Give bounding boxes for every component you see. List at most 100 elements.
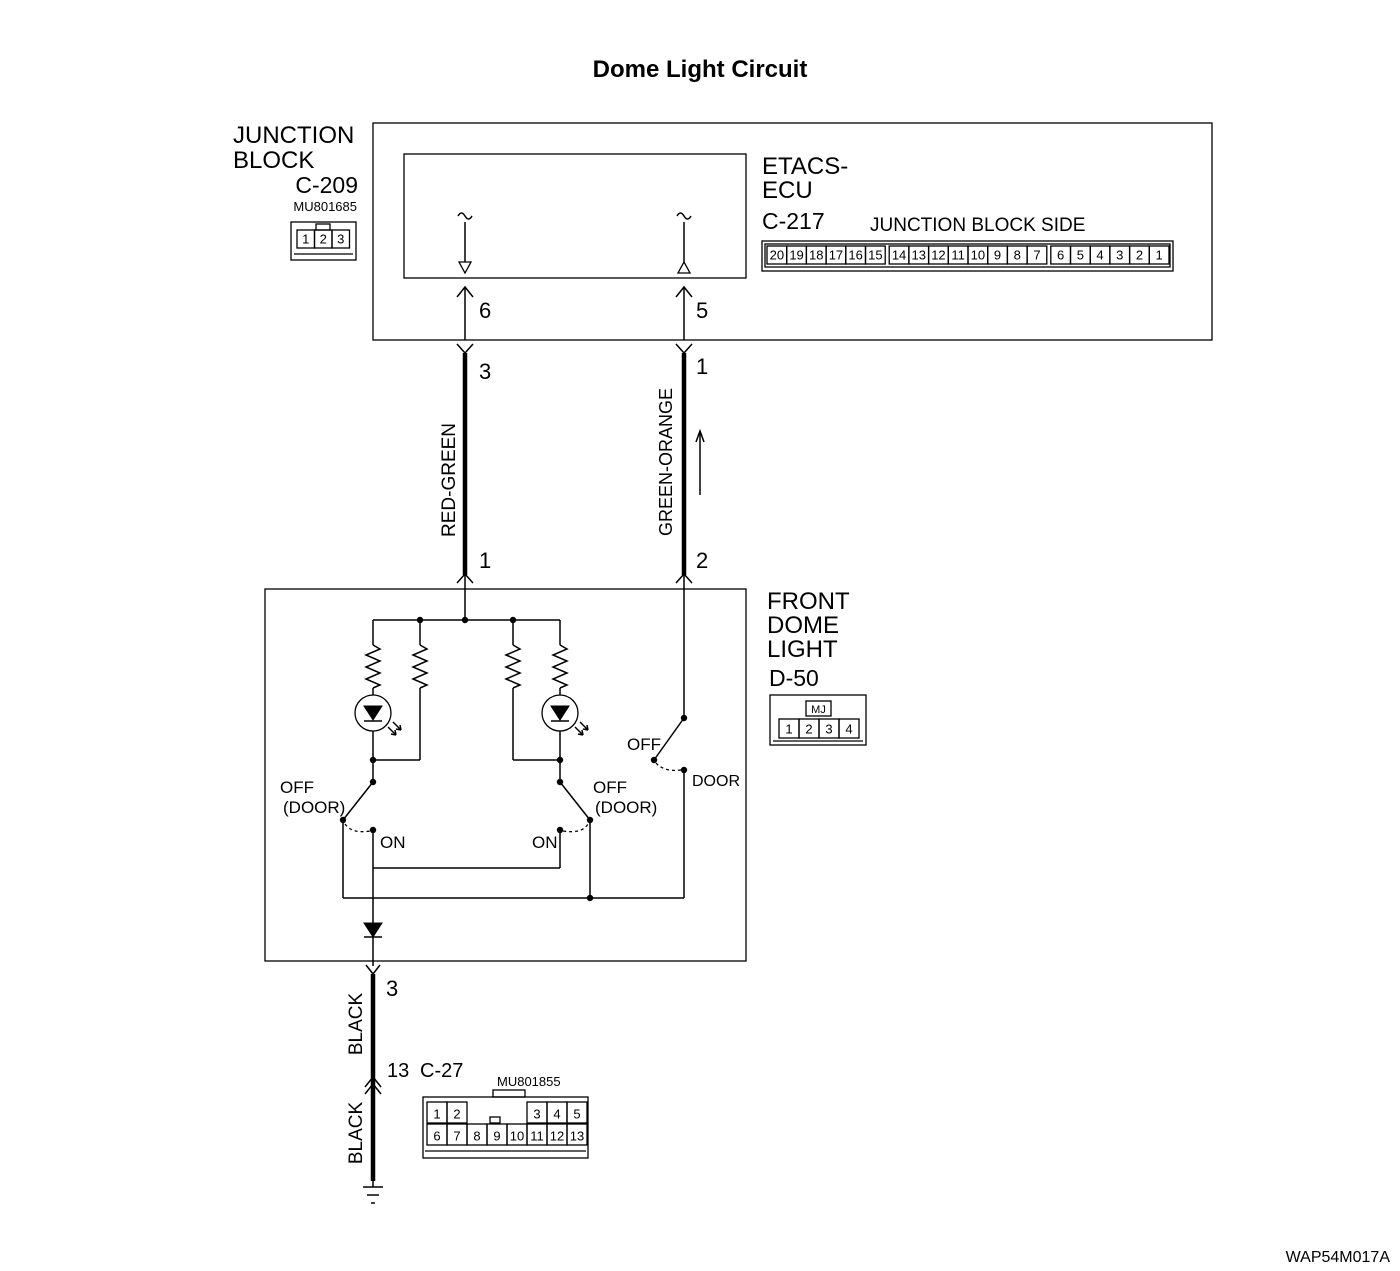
light-emission-arrows-icon: [387, 721, 402, 736]
connector-c217-pin-number: 4: [1096, 248, 1103, 263]
connector-c27-cavity: [566, 1101, 588, 1124]
terminal-chevron-icon: [675, 343, 693, 355]
connector-d50-tag-box: [805, 700, 832, 717]
connector-c27-housing: [422, 1096, 589, 1159]
connector-c217-pin-number: 5: [1077, 248, 1084, 263]
green-orange-wire-color-label: GREEN-ORANGE: [656, 388, 676, 536]
connector-d50-cavity: [838, 718, 860, 739]
front-dome-light-name-line1: FRONT: [767, 588, 850, 615]
ecu-terminal-6-internal: [457, 212, 473, 275]
connector-c27-pin-number: 4: [553, 1107, 560, 1122]
left-switch-off-label: OFF: [280, 778, 314, 797]
led-diode-symbol: [363, 705, 383, 721]
right-switch-blade: [559, 781, 591, 821]
ground-wire-dome-pin: 3: [386, 976, 398, 1001]
junction-dot: [586, 894, 594, 902]
resistor-icon: [504, 644, 522, 689]
connector-c27-pin-number: 5: [573, 1107, 580, 1122]
red-green-junction-pin: 3: [479, 359, 491, 384]
green-orange-dome-pin: 2: [696, 548, 708, 573]
ecu-internal-squiggle-icon: [457, 212, 473, 220]
connector-d50-pin-number: 1: [785, 722, 792, 737]
connector-c27-pin-number: 2: [453, 1107, 460, 1122]
joint-pin-number: 13: [387, 1060, 409, 1082]
connector-c27-pin-number: 3: [533, 1107, 540, 1122]
connector-c27-cavity: [566, 1123, 588, 1146]
led-diode-symbol: [550, 705, 570, 721]
switch-travel-arc: [655, 762, 682, 771]
connector-c217-cavity: [1148, 245, 1170, 265]
right-switch-door-label: (DOOR): [595, 798, 657, 817]
connector-d50-pin-number: 3: [825, 722, 832, 737]
connector-c217-pin-number: 16: [848, 248, 862, 263]
joint-connector-code: C-27: [420, 1060, 463, 1082]
door-switch-off-label: OFF: [627, 735, 661, 754]
connector-c27-pin-number: 8: [473, 1129, 480, 1144]
joint-chevron-icon: [364, 1075, 382, 1088]
ground-icon: [363, 1181, 383, 1204]
connector-c217-pin-number: 13: [912, 248, 926, 263]
door-switch-blade: [653, 717, 685, 761]
connector-c27-lock-tab: [492, 1089, 526, 1098]
resistor-icon: [411, 644, 429, 689]
switch-travel-arc: [562, 823, 589, 833]
wire-black-ground: [364, 937, 382, 1181]
connector-c209-pin-number: 2: [320, 232, 327, 247]
switch-contact-dot: [650, 756, 658, 764]
connector-c217-cavity: [1026, 245, 1048, 265]
ecu-terminal-5-internal: [676, 212, 692, 274]
connector-c217-pin-number: 19: [789, 248, 803, 263]
connector-d50-tag: MJ: [811, 704, 826, 716]
red-green-wire-color-label: RED-GREEN: [439, 423, 460, 537]
junction-block-outline: [372, 122, 1213, 341]
connector-c217-pin-number: 10: [971, 248, 985, 263]
connector-c217-pin-number: 12: [931, 248, 945, 263]
wire-red-green: [456, 285, 474, 620]
connector-c209-pin-number: 1: [302, 232, 309, 247]
connector-c27-pin-number: 1: [433, 1107, 440, 1122]
door-switch-door-label: DOOR: [692, 773, 740, 790]
connector-c217-pin-number: 15: [868, 248, 882, 263]
right-switch-on-label: ON: [532, 833, 558, 852]
connector-c217-pin-number: 1: [1156, 248, 1163, 263]
junction-block-label: JUNCTION BLOCK C-209 MU801685: [233, 122, 358, 214]
junction-block-part-number: MU801685: [293, 199, 357, 214]
joint-connector-part-number: MU801855: [497, 1074, 561, 1089]
switch-travel-arc: [344, 823, 371, 833]
junction-block-connector-code: C-209: [295, 172, 358, 198]
etacs-ecu-connector-code: C-217: [762, 208, 825, 234]
etacs-ecu-name-line2: ECU: [762, 177, 813, 204]
connector-c209-housing: [290, 221, 357, 261]
etacs-ecu-connector-side-label: JUNCTION BLOCK SIDE: [870, 215, 1085, 236]
connector-c217-pin-number: 8: [1014, 248, 1021, 263]
connector-c209-pin-number: 3: [337, 232, 344, 247]
front-dome-light-internal-circuit: [339, 616, 688, 938]
ground-wire-upper-color-label: BLACK: [346, 993, 367, 1056]
left-switch-on-label: ON: [380, 833, 406, 852]
resistor-icon: [364, 644, 382, 689]
connector-c217-pin-number: 20: [770, 248, 784, 263]
green-orange-junction-pin: 1: [696, 354, 708, 379]
figure-code: WAP54M017A: [1286, 1249, 1391, 1266]
ecu-output-arrow-icon: [676, 260, 692, 274]
front-dome-light-connector-code: D-50: [769, 665, 819, 691]
connector-c27-pin-number: 6: [433, 1129, 440, 1144]
ecu-input-arrow-icon: [457, 261, 473, 275]
left-switch-blade: [342, 781, 374, 821]
terminal-chevron-icon: [365, 964, 381, 976]
junction-dot: [461, 616, 469, 624]
ecu-terminal-right-number: 5: [696, 298, 708, 323]
light-emission-arrows-icon: [574, 721, 589, 736]
wire-green-orange: [675, 285, 693, 718]
connector-c217-inner-frame: [764, 243, 1171, 268]
connector-c27-pin-number: 7: [453, 1129, 460, 1144]
connector-c217-pin-number: 14: [892, 248, 906, 263]
connector-c217-pin-number: 2: [1136, 248, 1143, 263]
diagram-title: Dome Light Circuit: [593, 56, 808, 83]
connector-c217-pin-number: 3: [1116, 248, 1123, 263]
etacs-ecu-name-line1: ETACS-: [762, 153, 848, 180]
connector-d50-housing: [769, 694, 867, 746]
